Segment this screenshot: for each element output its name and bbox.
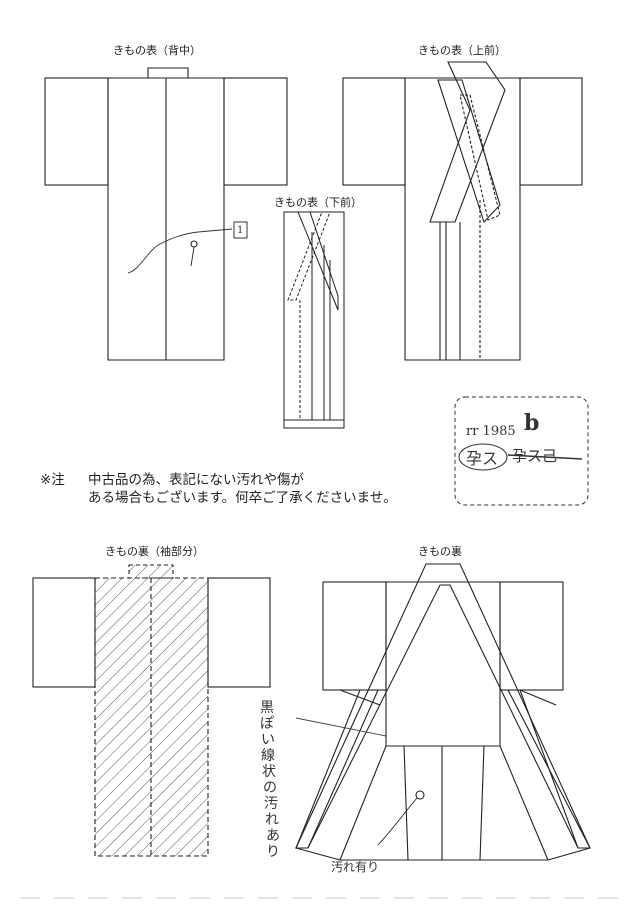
hatched-collar [128, 564, 174, 579]
under-collar-dashed [287, 211, 331, 301]
right-sleeve [519, 77, 583, 186]
stain-note-char: 状 [262, 764, 276, 780]
collar-outline [295, 563, 591, 849]
right-sleeve [223, 77, 288, 186]
collar-tab [147, 67, 189, 78]
stain-pointer-line [295, 717, 387, 737]
circled-mark [458, 443, 508, 471]
stain-note-char: 線 [261, 748, 275, 764]
body-panel [107, 77, 225, 361]
handwritten-stain-note-2: 汚れ有り [331, 860, 380, 874]
label-back: きもの表（背中） [113, 44, 201, 57]
stain-pointer-line [127, 228, 233, 274]
left-sleeve [322, 581, 387, 691]
stain-note-char: あ [266, 828, 280, 844]
handwritten-stain-note: 黒 ぽ い 線 状 の 汚 れ あ り [258, 700, 280, 860]
collar-band [429, 61, 506, 223]
left-sleeve [32, 577, 96, 688]
kimono-lining-sleeve-diagram [32, 564, 271, 857]
kimono-back-diagram [44, 67, 288, 361]
handwritten-letter: b [524, 410, 540, 436]
collar-strip [297, 211, 339, 311]
kimono-front-upper-diagram [342, 61, 583, 361]
right-sleeve [499, 581, 564, 691]
stain-note-char: 汚 [264, 796, 278, 812]
dashed-tag-box [454, 396, 589, 506]
right-front-panel-edge [507, 689, 591, 849]
lower-body [339, 745, 549, 861]
right-sleeve [207, 577, 271, 688]
left-sleeve [44, 77, 109, 186]
cross-collar [437, 79, 501, 224]
under-collar-dashed [459, 94, 501, 221]
stain-circle [190, 240, 198, 248]
stain-note-char: い [261, 732, 275, 748]
stain-note-char: の [263, 780, 277, 796]
label-lining: きもの裏 [418, 545, 462, 558]
label-front-upper: きもの表（上前） [418, 44, 506, 57]
hem-band [283, 419, 345, 429]
notice-line-1: 中古品の為、表記にない汚れや傷が [88, 472, 304, 488]
stain-mark [190, 246, 195, 267]
notice-line-2: ある場合もございます。何卒ご了承くださいませ。 [88, 490, 397, 506]
notice-mark: ※注 [40, 472, 65, 488]
handwritten-code: rr 1985 [466, 424, 516, 439]
strike-through [507, 454, 583, 460]
handwritten-tag-area [454, 396, 589, 506]
tag-box [233, 221, 248, 239]
stain-circle [415, 790, 425, 800]
handwritten-circled-text: 孕ス [466, 449, 499, 468]
handwritten-tag-number: 1 [237, 225, 244, 236]
stain-note-char: ぽ [260, 716, 274, 732]
left-sleeve [342, 77, 406, 186]
left-front-panel-edge [295, 689, 379, 849]
body-panel [404, 77, 521, 361]
stain-pointer-line-2 [377, 797, 418, 846]
kimono-front-lower-diagram [283, 211, 345, 429]
stain-note-char: り [266, 844, 280, 860]
stain-note-char: れ [265, 812, 279, 828]
label-lining-sleeve: きもの裏（袖部分） [105, 545, 204, 558]
label-front-lower: きもの表（下前） [274, 196, 362, 209]
front-lower-panel [283, 211, 345, 421]
kimono-lining-open-diagram [295, 563, 591, 861]
stain-note-char: 黒 [260, 700, 274, 716]
